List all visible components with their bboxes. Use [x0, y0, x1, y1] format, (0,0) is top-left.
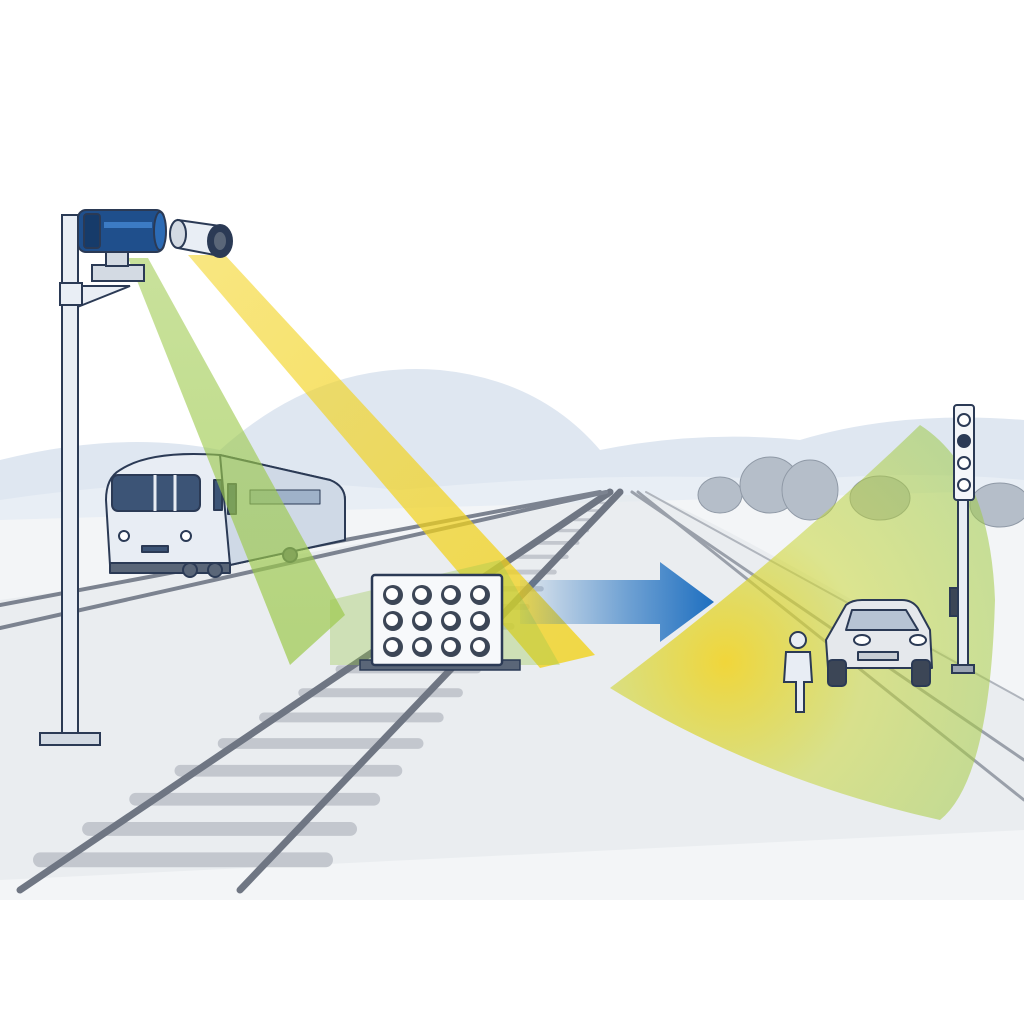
led-light-glow — [415, 614, 427, 626]
lidar-sensor-icon — [77, 209, 167, 253]
radar-yellow-beam — [188, 255, 595, 668]
arrow-right-icon — [520, 562, 714, 642]
radar-sensor-icon — [169, 218, 233, 258]
led-light-glow — [473, 640, 485, 652]
track-rail — [236, 488, 624, 894]
camera-green-beam — [128, 258, 345, 665]
led-light-glow — [444, 588, 456, 600]
pedestrian-icon — [782, 631, 814, 713]
led-light-glow — [444, 640, 456, 652]
track-rail — [16, 488, 614, 894]
traffic-signal-icon — [949, 404, 975, 674]
detection-zone-fan — [610, 425, 995, 820]
car-icon — [825, 599, 933, 687]
led-light-glow — [473, 614, 485, 626]
led-light-glow — [415, 588, 427, 600]
led-light-glow — [415, 640, 427, 652]
led-light-glow — [473, 588, 485, 600]
led-light-glow — [444, 614, 456, 626]
led-light-glow — [386, 588, 398, 600]
led-light-glow — [386, 640, 398, 652]
camera-pole-icon — [39, 214, 145, 746]
led-light-glow — [386, 614, 398, 626]
led-panel-icon — [359, 573, 521, 671]
